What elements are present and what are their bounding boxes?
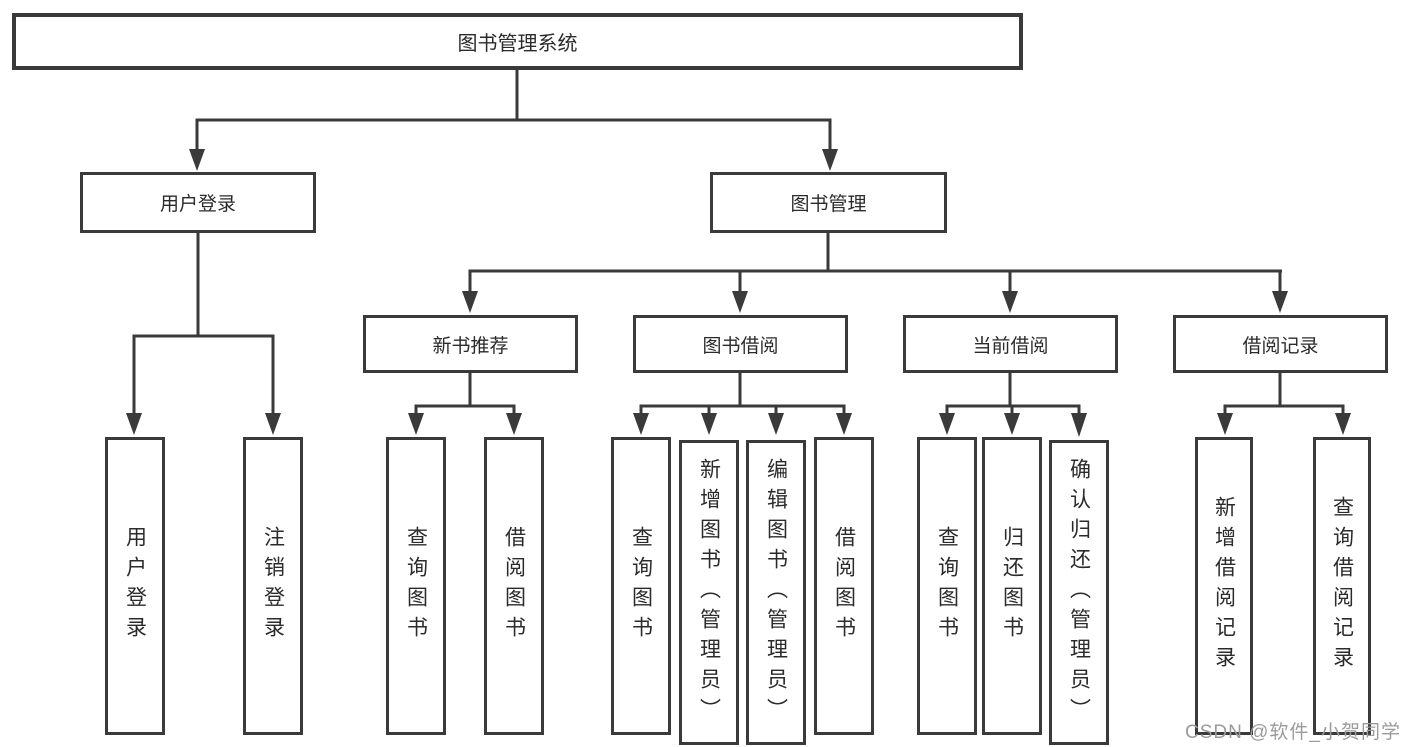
node-book-management: 图书管理 [710,172,947,233]
leaf-user-login: 用户登录 [105,437,165,735]
leaf-query-books-current: 查询图书 [917,437,977,735]
node-user-login: 用户登录 [80,172,316,233]
leaf-return-book: 归还图书 [982,437,1042,735]
watermark: CSDN @软件_小贺同学 [1185,722,1401,743]
node-new-book-recommend: 新书推荐 [363,315,578,373]
leaf-borrow-books-recommend: 借阅图书 [484,437,544,735]
node-book-borrow: 图书借阅 [633,315,848,373]
leaf-edit-book-admin: 编辑图书（管理员） [746,440,806,745]
node-borrow-records: 借阅记录 [1173,315,1388,373]
node-library-management-system: 图书管理系统 [12,13,1023,70]
leaf-query-books-recommend: 查询图书 [386,437,446,735]
leaf-query-borrow-record: 查询借阅记录 [1313,437,1371,735]
leaf-confirm-return-admin: 确认归还（管理员） [1049,440,1109,745]
leaf-add-book-admin: 新增图书（管理员） [679,440,739,745]
leaf-borrow-books: 借阅图书 [814,437,874,735]
leaf-query-books-borrow: 查询图书 [611,437,671,735]
leaf-logout: 注销登录 [243,437,303,735]
node-current-borrow: 当前借阅 [903,315,1118,373]
leaf-add-borrow-record: 新增借阅记录 [1195,437,1253,735]
arrowheads [126,149,1351,437]
